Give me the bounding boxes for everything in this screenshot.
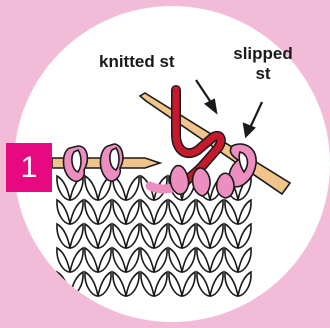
knitted-stitch-label: knitted st <box>99 52 175 72</box>
slipped-stitch-label: slipped st <box>226 44 300 84</box>
step-number-badge: 1 <box>6 143 52 192</box>
step-number: 1 <box>21 151 38 185</box>
